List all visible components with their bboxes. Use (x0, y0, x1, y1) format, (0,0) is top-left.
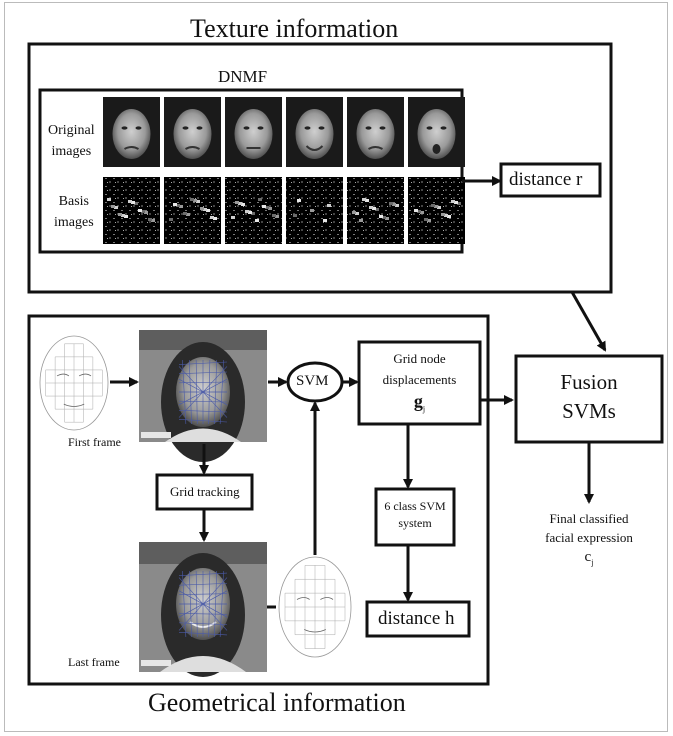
g-symbol: gj (413, 391, 426, 414)
dnmf-label: DNMF (218, 67, 268, 86)
distance-r-label: distance r (509, 169, 583, 190)
c-symbol: cj (584, 549, 594, 567)
basis-images-label: Basis images (54, 194, 94, 230)
svm-label: SVM (296, 373, 329, 389)
basis-images-row (103, 177, 465, 244)
distance-r-box (499, 162, 602, 198)
fusion-label: Fusion SVMs (560, 370, 618, 423)
distance-h-box (365, 600, 471, 638)
grid-tracking-label: Grid tracking (170, 484, 240, 499)
wireframe-face-last (278, 556, 352, 658)
final-classified-label: Final classified facial expression cj (519, 512, 659, 567)
first-frame-photo (139, 330, 267, 462)
original-images-label: Original images (48, 123, 95, 159)
last-frame-photo (139, 542, 267, 677)
original-images-row (103, 97, 465, 167)
arrow-texture-to-fusion (570, 291, 607, 352)
basis-image-4 (286, 177, 343, 244)
basis-image-2 (164, 177, 221, 244)
geometry-panel (27, 314, 490, 686)
six-class-box (374, 487, 456, 547)
basis-image-1 (103, 177, 160, 244)
grid-node-label: Grid node displacements gj (359, 352, 480, 414)
dnmf-box (38, 88, 464, 254)
texture-panel (27, 42, 613, 294)
wireframe-face-first (39, 335, 109, 431)
original-face-fear (225, 97, 282, 167)
original-face-surprise (408, 97, 465, 167)
figure-border (4, 2, 668, 732)
original-face-angry (103, 97, 160, 167)
last-frame-label: Last frame (68, 655, 120, 669)
grid-node-box (357, 340, 482, 426)
original-face-disgust (164, 97, 221, 167)
geometry-title: Geometrical information (148, 688, 406, 717)
original-face-sad (347, 97, 404, 167)
first-frame-label: First frame (68, 435, 121, 449)
original-face-happy (286, 97, 343, 167)
basis-image-3 (225, 177, 282, 244)
six-class-label: 6 class SVM system (384, 499, 446, 530)
distance-h-label: distance h (378, 608, 455, 629)
basis-image-5 (347, 177, 404, 244)
basis-image-6 (408, 177, 465, 244)
texture-title: Texture information (190, 14, 399, 43)
